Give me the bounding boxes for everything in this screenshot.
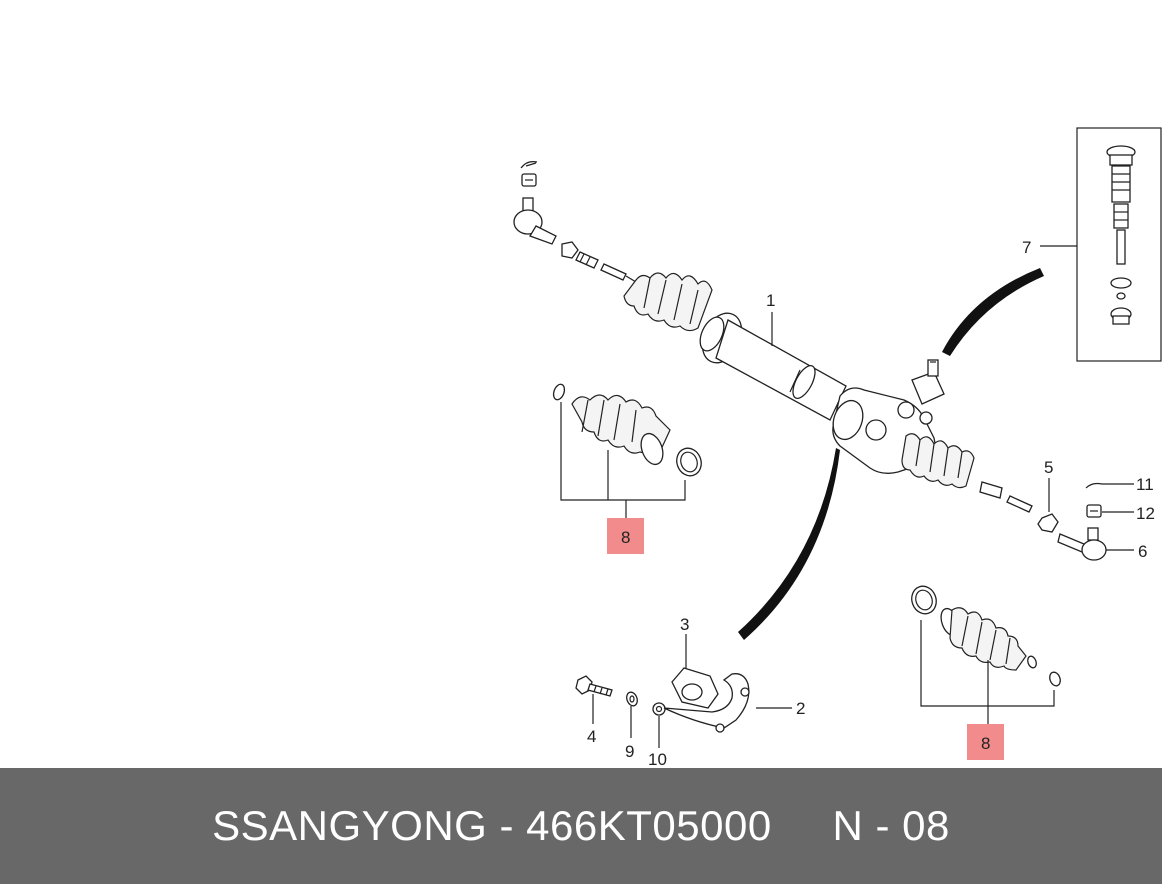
boot-kit-right: 8	[911, 585, 1061, 760]
boot-kit-left: 8	[552, 383, 702, 554]
part-number-caption: SSANGYONG - 466KT05000 N - 08	[212, 802, 950, 849]
steering-rack-assembly	[513, 161, 1033, 513]
callout-8-right-highlight	[967, 724, 1004, 760]
callout-7: 7	[1022, 238, 1031, 257]
callout-4: 4	[587, 727, 596, 746]
steering-rack-parts-diagram: 1 7 8	[513, 127, 1162, 768]
callout-8-left: 8	[621, 528, 630, 547]
right-tie-rod-parts: 5 11 12 6	[1037, 458, 1155, 561]
callout-10: 10	[648, 750, 667, 768]
callout-11: 11	[1136, 475, 1154, 494]
detail-arrow-lower	[738, 448, 840, 640]
callout-12: 12	[1136, 504, 1155, 523]
callout-9: 9	[625, 742, 634, 761]
footer-bar: SSANGYONG - 466KT05000 N - 08	[0, 768, 1162, 884]
callout-5: 5	[1044, 458, 1053, 477]
callout-3: 3	[680, 615, 689, 634]
mount-parts: 4 9 10 3 2	[575, 615, 805, 768]
detail-arrow-upper	[942, 268, 1044, 356]
detail-box-7: 7	[1022, 127, 1162, 362]
callout-2: 2	[796, 699, 805, 718]
callout-1: 1	[766, 291, 775, 310]
callout-6: 6	[1138, 542, 1147, 561]
callout-8-left-highlight	[607, 518, 644, 554]
callout-8-right: 8	[981, 734, 990, 753]
